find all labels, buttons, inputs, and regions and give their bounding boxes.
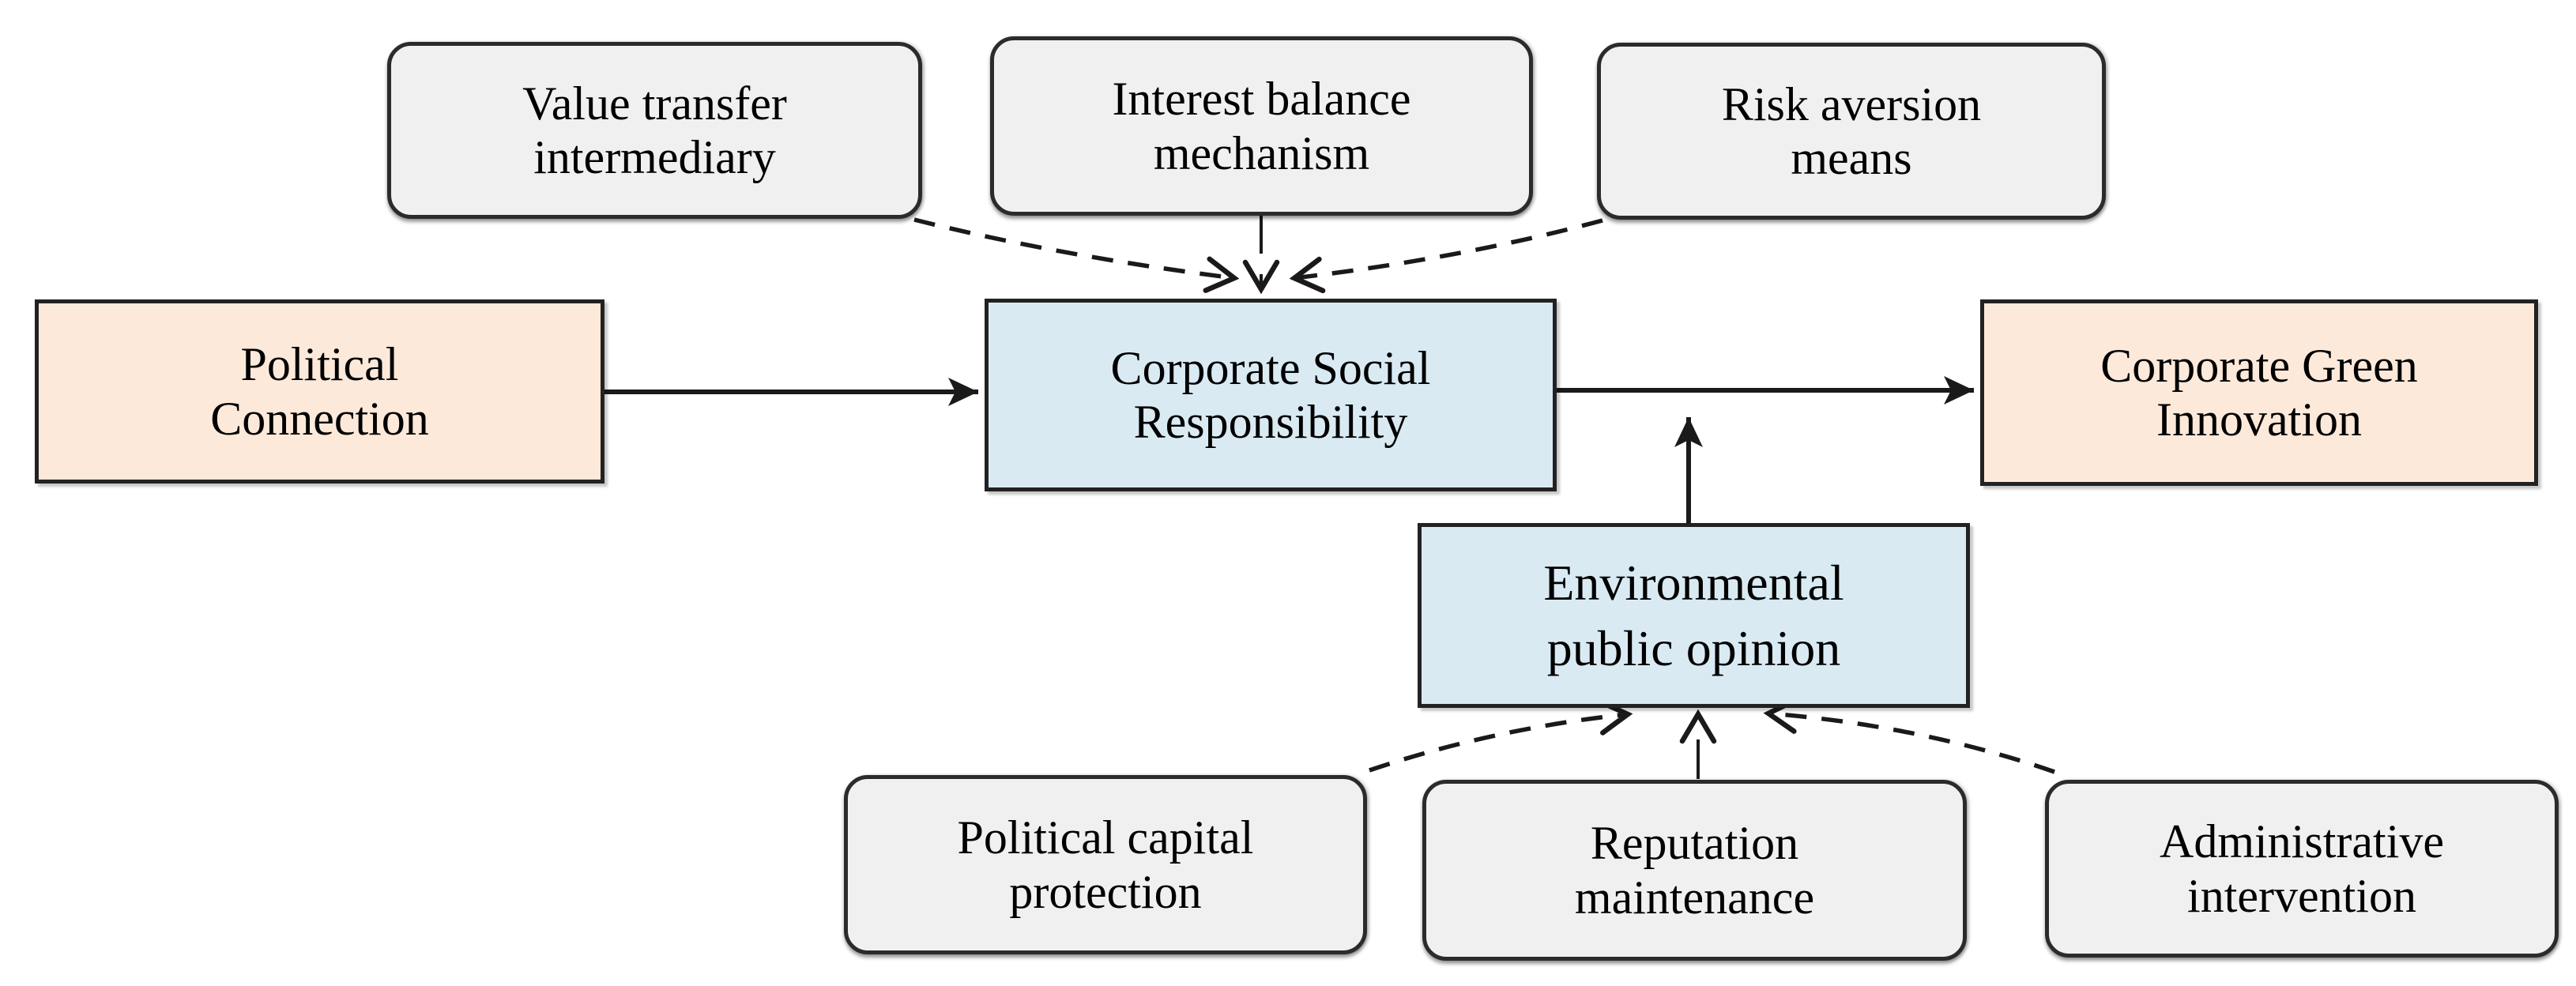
node-political-capital-protection: Political capital protection [844, 775, 1367, 954]
node-environmental-public-opinion: Environmental public opinion [1418, 523, 1970, 708]
node-value-transfer-intermediary: Value transfer intermediary [387, 42, 922, 219]
arrow-value-transfer-to-csr [913, 217, 1240, 293]
arrow-political-capital-to-epo [1369, 698, 1633, 773]
arrow-administrative-to-epo [1763, 697, 2055, 774]
arrow-risk-aversion-to-csr [1289, 218, 1603, 294]
node-administrative-intervention: Administrative intervention [2045, 780, 2559, 958]
node-interest-balance-mechanism: Interest balance mechanism [990, 36, 1533, 216]
node-political-connection: Political Connection [35, 299, 604, 484]
node-corporate-social-responsibility: Corporate Social Responsibility [985, 299, 1557, 491]
node-corporate-green-innovation: Corporate Green Innovation [1980, 299, 2538, 486]
node-risk-aversion-means: Risk aversion means [1597, 43, 2106, 220]
node-reputation-maintenance: Reputation maintenance [1422, 780, 1967, 961]
